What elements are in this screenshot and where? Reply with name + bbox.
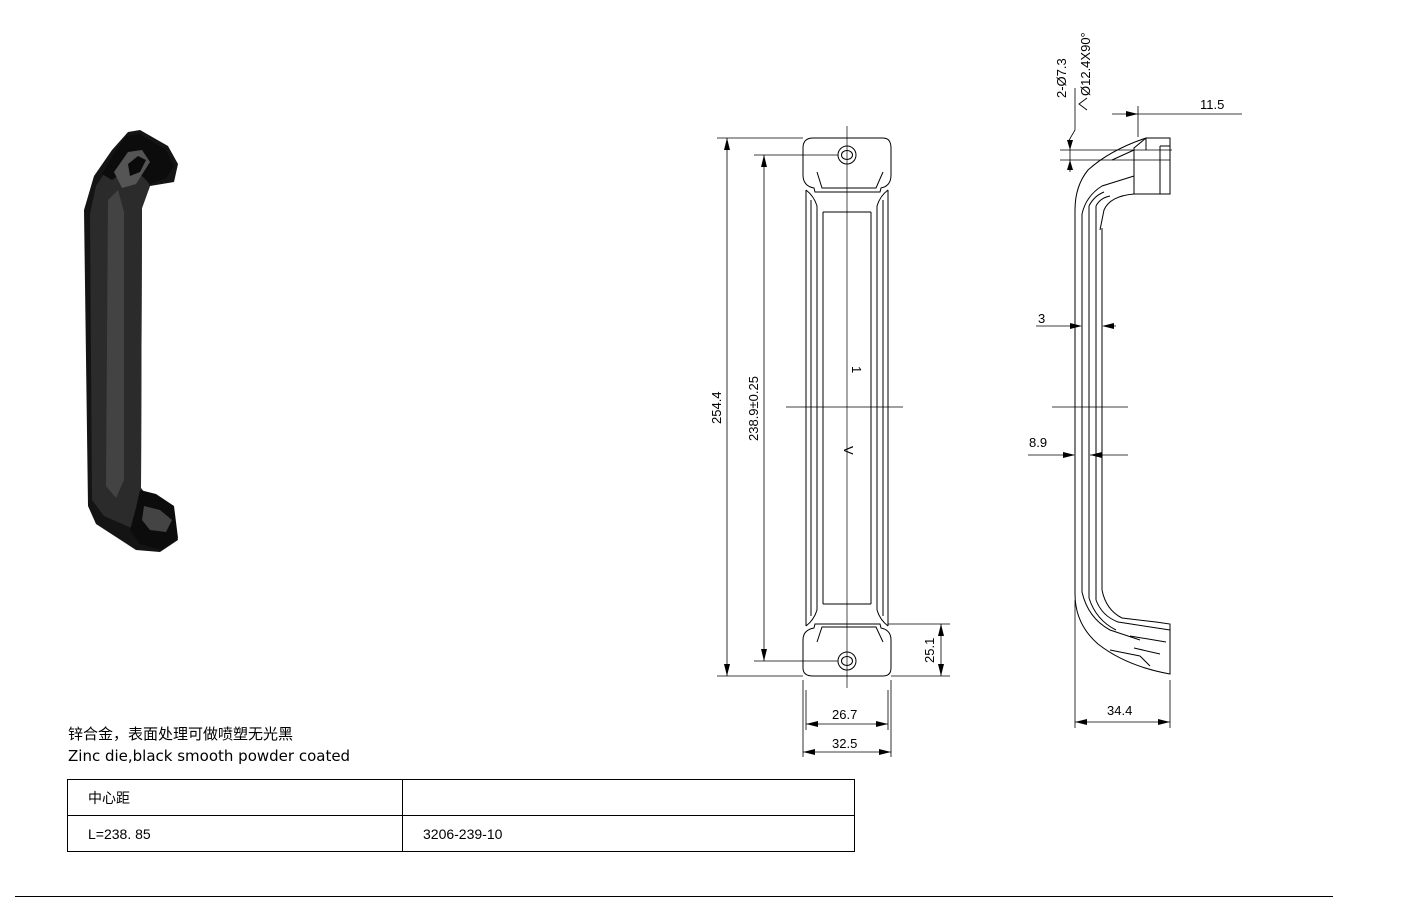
dim-hole-counterbore: Ø12.4X90°: [1078, 32, 1093, 96]
product-render: [84, 130, 178, 552]
side-bottom-mount: [1109, 617, 1171, 674]
material-note-en: Zinc die,black smooth powder coated: [68, 747, 351, 765]
table-cell-length: L=238. 85: [67, 815, 403, 852]
dim-end-height: 25.1: [922, 638, 937, 663]
side-top-mount-detail: [1111, 137, 1170, 194]
front-top-cap: [802, 137, 892, 193]
spec-table: 中心距 L=238. 85 3206-239-10: [67, 779, 855, 852]
dim-top-offset: 11.5: [1200, 97, 1224, 112]
front-view: [786, 126, 903, 688]
dim-wall-thickness: 3: [1038, 311, 1045, 326]
dim-center-distance: 238.9±0.25: [746, 376, 761, 441]
table-header-row: 中心距: [67, 779, 855, 816]
handle-bottom-slot: [142, 506, 172, 532]
side-dimensions: [1028, 88, 1242, 728]
side-outer-profile: [1074, 137, 1171, 675]
handle-highlight: [106, 190, 124, 498]
footer-rule: [15, 896, 1333, 897]
side-inner-curves: [1081, 175, 1171, 641]
material-note-cn: 锌合金，表面处理可做喷塑无光黑: [68, 725, 294, 743]
front-bottom-cap: [802, 623, 892, 677]
dim-depth: 34.4: [1107, 703, 1132, 718]
table-cell-part-number: 3206-239-10: [402, 815, 855, 852]
side-top-mount: [1099, 137, 1171, 231]
table-header-cell: 中心距: [67, 779, 403, 816]
front-bottom-cap-inner: [816, 626, 884, 643]
side-arrows: [1063, 111, 1170, 725]
front-shaft-transitions: [805, 189, 889, 627]
view-mark-2: V: [841, 446, 856, 455]
dim-hole-count: 2-Ø7.3: [1054, 58, 1069, 98]
front-top-cap-inner: [816, 171, 884, 189]
side-inner-lines: [1081, 206, 1103, 600]
dim-overall-length: 254.4: [709, 391, 724, 424]
front-arrows: [724, 138, 944, 755]
dim-outer-width: 32.5: [832, 736, 857, 751]
front-dimensions: [717, 137, 950, 757]
handle-top-hole: [128, 156, 146, 176]
dim-grip-thickness: 8.9: [1029, 435, 1047, 450]
table-header-cell: [402, 779, 855, 816]
front-shaft-lines: [810, 200, 884, 616]
dim-inner-width: 26.7: [832, 707, 857, 722]
countersink-symbol: [1078, 97, 1088, 111]
side-view: [1052, 137, 1171, 675]
view-mark-1: 1: [849, 366, 864, 373]
table-row: L=238. 85 3206-239-10: [67, 815, 855, 852]
front-shaft-outer: [805, 190, 889, 626]
